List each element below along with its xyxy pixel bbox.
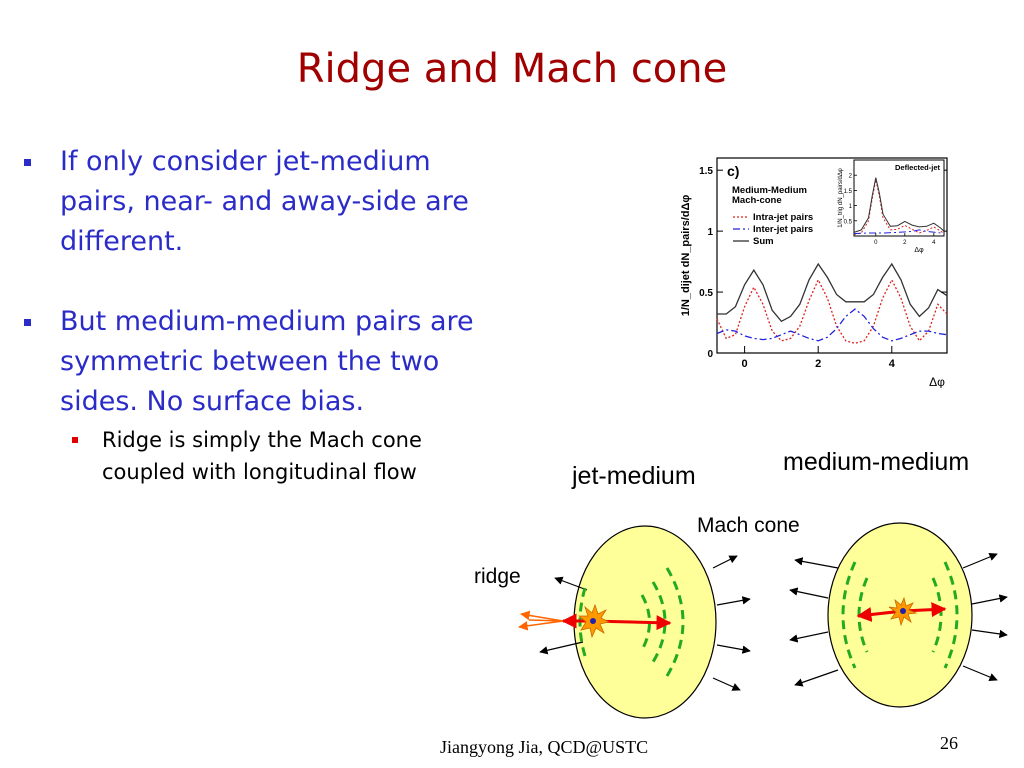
slide-title: Ridge and Mach cone (296, 46, 728, 92)
mach-cone-front (640, 594, 651, 651)
collision-core-icon (590, 618, 596, 624)
legend-entry: Intra-jet pairs (753, 212, 813, 223)
flow-arrow (971, 629, 1008, 639)
y-tick-label: 0.5 (699, 288, 713, 299)
x-tick-label: 2 (815, 358, 821, 370)
inset-frame (853, 159, 945, 237)
series-line (716, 308, 948, 342)
bullet-list: If only consider jet-medium pairs, near-… (22, 142, 492, 488)
sub-bullet-square-icon (72, 437, 78, 443)
page-number: 26 (940, 733, 958, 753)
label-mach-cone: Mach cone (697, 514, 800, 537)
mach-cone-front (651, 581, 667, 663)
flow-arrow (794, 669, 839, 687)
inset-plot: Deflected-jet 0.5 1 1.5 2 0 2 4Δφ 1/N_trig dN_pa… (838, 159, 945, 254)
sub-bullet-item: Ridge is simply the Mach cone coupled wi… (70, 424, 492, 488)
inset-series-line (853, 177, 945, 233)
flow-arrow (789, 587, 829, 599)
bullet-text: But medium-medium pairs are symmetric be… (60, 306, 474, 417)
x-axis-label: Δφ (929, 375, 945, 388)
label-jet-medium: jet-medium (572, 462, 696, 490)
bullet-square-icon (24, 319, 31, 326)
flow-arrow (539, 641, 584, 655)
bullet-item: If only consider jet-medium pairs, near-… (22, 142, 492, 262)
legend-title: Mach-cone (732, 195, 782, 206)
bullet-item: But medium-medium pairs are symmetric be… (22, 302, 492, 422)
inset-x-tick-label: 0 (874, 240, 878, 246)
inset-x-axis-label: Δφ (914, 247, 924, 254)
legend-entry: Inter-jet pairs (753, 224, 813, 235)
inset-y-tick-label: 0.5 (844, 219, 853, 225)
y-tick-label: 1.5 (699, 166, 713, 177)
inset-y-tick-label: 1.5 (844, 189, 853, 195)
bullet-text: If only consider jet-medium pairs, near-… (60, 146, 469, 257)
ridge-arrow (520, 610, 564, 622)
mach-cone-front (943, 561, 959, 669)
panel-label: c) (727, 163, 739, 179)
flow-arrow (712, 555, 738, 569)
mach-cone-front (841, 561, 857, 669)
ridge-arrow (528, 619, 564, 622)
flow-arrow (554, 576, 588, 591)
sub-bullet-text: Ridge is simply the Mach cone coupled wi… (102, 428, 422, 484)
x-tick-label: 4 (889, 358, 896, 370)
inset-y-axis-label: 1/N_trig dN_pairs/dΔφ (838, 168, 844, 228)
series-line (717, 262, 948, 323)
label-ridge: ridge (474, 565, 521, 588)
legend-entry: Sum (753, 236, 774, 247)
series-line (716, 278, 948, 344)
flow-arrow (716, 596, 751, 606)
flow-arrow (716, 644, 751, 654)
diagram (518, 522, 1008, 719)
flow-arrow (962, 665, 998, 682)
flow-arrow (712, 677, 741, 691)
collision-core-icon (900, 608, 906, 614)
inset-series-line (853, 229, 945, 235)
legend-title: Medium-Medium (732, 185, 807, 196)
y-axis-label: 1/N_dijet dN_pairs/dΔφ (680, 195, 692, 317)
inset-x-tick-label: 4 (932, 240, 936, 246)
flow-arrow (962, 552, 998, 569)
flow-arrow (971, 594, 1008, 605)
inset-x-tick-label: 2 (903, 240, 907, 246)
y-tick-label: 0 (707, 349, 713, 360)
inset-y-tick-label: 1 (849, 204, 853, 210)
x-tick-label: 0 (742, 358, 748, 370)
label-medium-medium: medium-medium (783, 448, 970, 476)
y-tick-label: 1 (707, 227, 713, 238)
flow-arrow (794, 557, 839, 569)
footer-text: Jiangyong Jia, QCD@USTC (440, 737, 649, 757)
bullet-square-icon (24, 159, 31, 166)
inset-title: Deflected-jet (895, 163, 941, 172)
inset-y-tick-label: 2 (849, 174, 853, 180)
ridge-arrow (518, 620, 564, 631)
flow-arrow (789, 631, 829, 643)
